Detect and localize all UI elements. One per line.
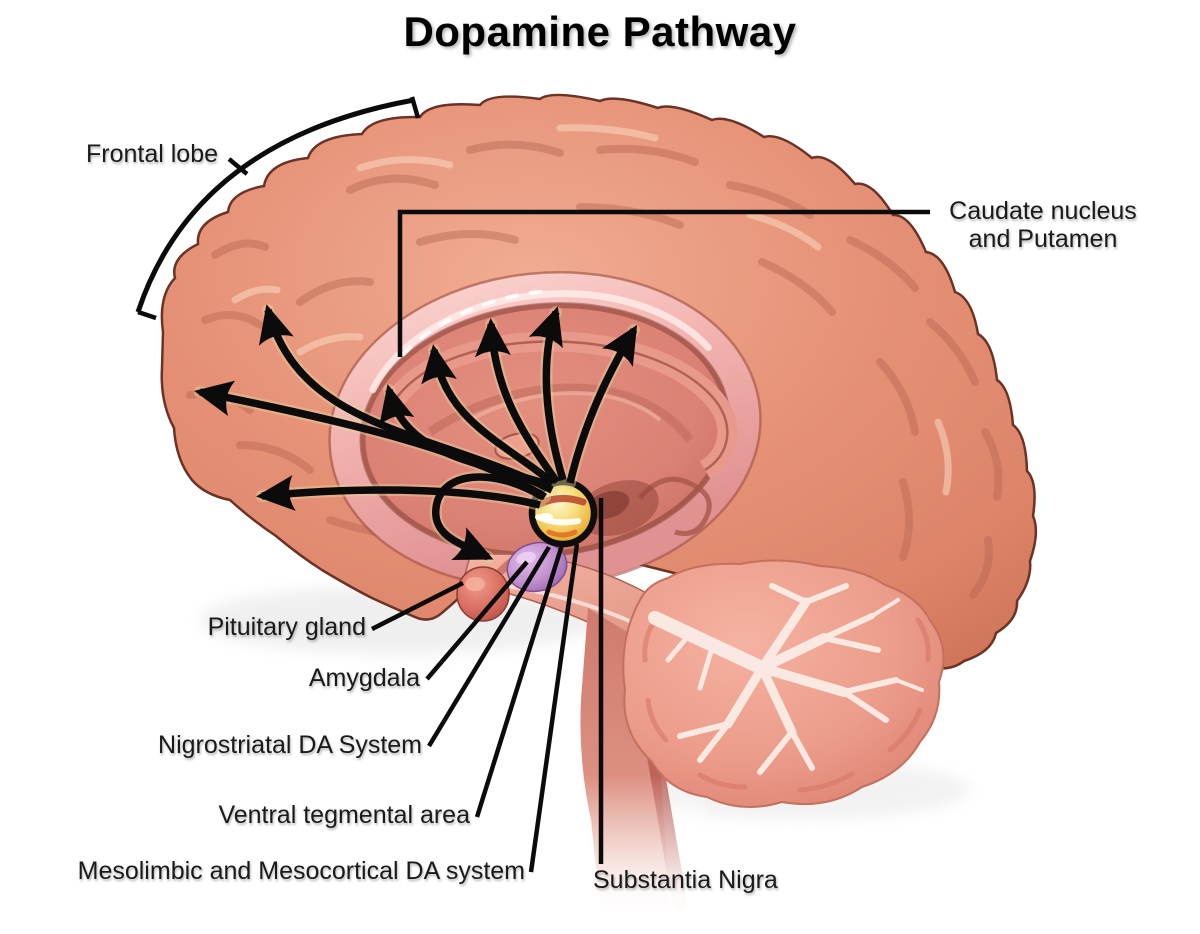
vta-sphere — [528, 478, 598, 548]
label-caudate-putamen: Caudate nucleus and Putamen — [949, 197, 1137, 253]
label-mesolimbic-mesocortical: Mesolimbic and Mesocortical DA system — [77, 857, 525, 885]
label-ventral-tegmental-area: Ventral tegmental area — [218, 801, 470, 829]
label-nigrostriatal: Nigrostriatal DA System — [158, 731, 422, 759]
label-pituitary-gland: Pituitary gland — [207, 613, 366, 641]
label-amygdala: Amygdala — [308, 664, 420, 692]
cerebellum — [622, 559, 945, 808]
leader-lines — [135, 96, 930, 873]
dopamine-pathway-arrows — [194, 304, 640, 563]
arbor-vitae — [648, 583, 924, 775]
label-frontal-lobe: Frontal lobe — [86, 140, 219, 168]
figure-title: Dopamine Pathway — [403, 8, 797, 55]
label-substantia-nigra: Substantia Nigra — [593, 866, 778, 894]
